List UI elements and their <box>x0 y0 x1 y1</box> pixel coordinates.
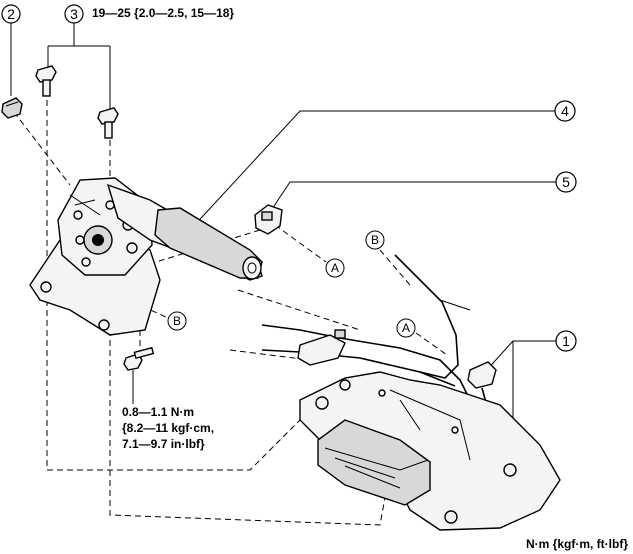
torque-spec-screw-line3: 7.1—9.7 in·lbf} <box>122 437 205 451</box>
callout-4-label: 4 <box>561 103 569 119</box>
bolt-left <box>35 65 57 97</box>
torque-spec-bolts: 19—25 {2.0—2.5, 15—18} <box>92 6 234 20</box>
callout-a-upper: A <box>325 258 345 278</box>
callout-b-upper: B <box>365 230 385 250</box>
callout-5: 5 <box>269 171 577 213</box>
bolt-right <box>97 107 119 139</box>
units-note: N·m {kgf·m, ft·lbf} <box>526 537 628 551</box>
torque-spec-screw-line2: {8.2—11 kgf·cm, <box>122 421 214 435</box>
callout-5-label: 5 <box>562 174 570 190</box>
clip-part <box>1 97 23 119</box>
callout-2-label: 2 <box>7 6 15 22</box>
svg-text:B: B <box>371 233 379 247</box>
callout-3: 3 <box>47 4 111 110</box>
svg-text:B: B <box>173 314 181 328</box>
brake-cables <box>261 254 471 401</box>
control-module-box <box>317 419 431 506</box>
callout-3-label: 3 <box>70 6 78 22</box>
callout-1-label: 1 <box>562 333 570 349</box>
svg-text:A: A <box>402 321 410 335</box>
callout-1: 1 <box>484 330 577 425</box>
cable-clamp <box>297 329 346 366</box>
callout-2: 2 <box>1 4 21 96</box>
callout-4: 4 <box>189 100 576 231</box>
callout-b-lower: B <box>167 311 187 331</box>
callout-a-lower: A <box>396 318 416 338</box>
svg-text:A: A <box>331 261 339 275</box>
cable-bracket <box>254 204 283 235</box>
torque-spec-screw-line1: 0.8—1.1 N·m <box>122 405 194 419</box>
floor-bracket <box>299 371 561 531</box>
screw-part <box>123 346 155 404</box>
parking-brake-lever <box>29 177 263 336</box>
